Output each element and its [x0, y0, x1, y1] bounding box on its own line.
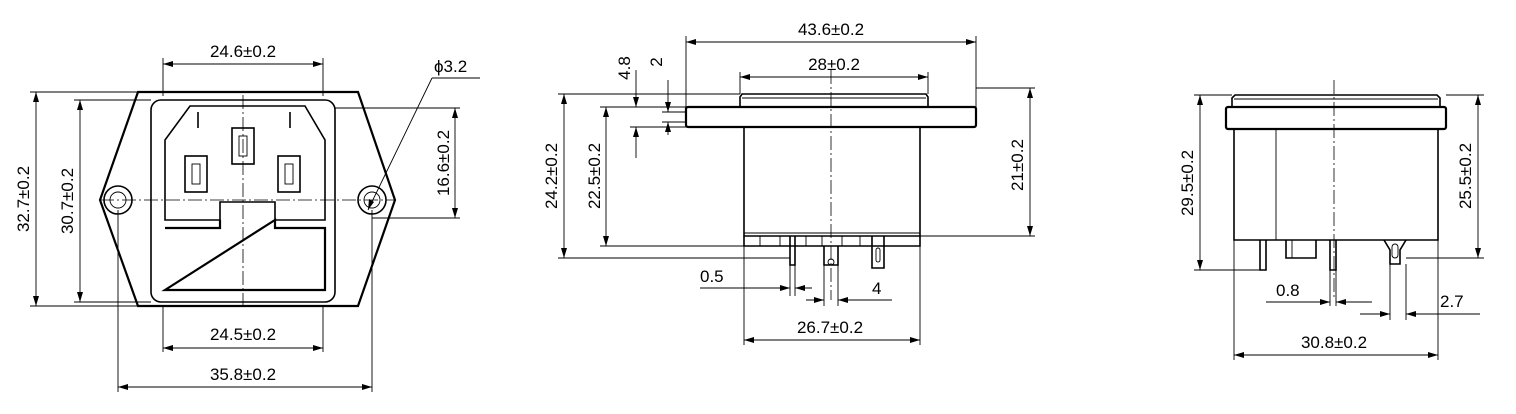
end-pin-left: [1259, 240, 1267, 271]
dim-side-top-width: 28±0.2: [808, 55, 860, 74]
dim-side-flange-offset: 4.8: [615, 56, 634, 80]
side-terminal-base: [743, 236, 921, 247]
dim-end-height-left: 29.5±0.2: [1178, 150, 1197, 216]
front-pin-left: [184, 155, 208, 193]
front-socket-outline: [164, 105, 326, 221]
dim-side-overall-height: 24.2±0.2: [542, 143, 561, 209]
side-pin-left: [789, 236, 796, 266]
end-body: [1233, 129, 1439, 241]
dim-front-overall-height: 32.7±0.2: [14, 166, 33, 232]
end-pin-center: [1329, 240, 1337, 271]
dim-front-width-top: 24.6±0.2: [210, 42, 276, 61]
dim-end-tab-width: 2.7: [1440, 292, 1464, 311]
dim-side-body-height: 22.5±0.2: [585, 143, 604, 209]
dim-front-hole-diameter: ϕ3.2: [434, 57, 467, 76]
end-view: 29.5±0.2 25.5±0.2 0.8 2.7 30.8±0.2: [1178, 80, 1484, 360]
dim-front-width-bottom: 24.5±0.2: [210, 325, 276, 344]
side-view: 43.6±0.2 28±0.2 26.7±0.2 24.2±0.2 22.5±0…: [542, 20, 1035, 345]
dim-side-body-width: 26.7±0.2: [797, 318, 863, 337]
front-lower-window: [161, 217, 327, 292]
end-pin-middle: [1285, 240, 1317, 259]
front-view: 24.6±0.2 24.5±0.2 35.8±0.2 32.7±0.2 30.7…: [14, 42, 480, 392]
side-body: [743, 127, 921, 237]
end-top-lip: [1231, 94, 1441, 107]
dim-front-flange-width: 35.8±0.2: [210, 365, 276, 384]
dim-side-pin-thickness: 0.5: [700, 267, 724, 286]
dim-side-flange-width: 43.6±0.2: [798, 20, 864, 39]
dim-side-flange-thickness: 2: [647, 57, 666, 66]
dim-end-pin-width: 0.8: [1276, 281, 1300, 300]
side-pin-right: [871, 236, 885, 269]
end-flange: [1224, 105, 1448, 131]
end-tab-right: [1383, 239, 1407, 265]
front-pin-right: [277, 155, 301, 193]
dim-side-right-height: 21±0.2: [1008, 139, 1027, 191]
dim-side-pin-pitch: 4: [872, 279, 881, 298]
side-top-lip: [739, 93, 929, 107]
dim-front-body-height: 30.7±0.2: [58, 168, 77, 234]
front-flange-outline: [98, 90, 397, 308]
dim-end-body-width: 30.8±0.2: [1301, 333, 1367, 352]
dim-front-hole-spacing: 16.6±0.2: [434, 130, 453, 196]
dim-end-height-right: 25.5±0.2: [1456, 143, 1475, 209]
